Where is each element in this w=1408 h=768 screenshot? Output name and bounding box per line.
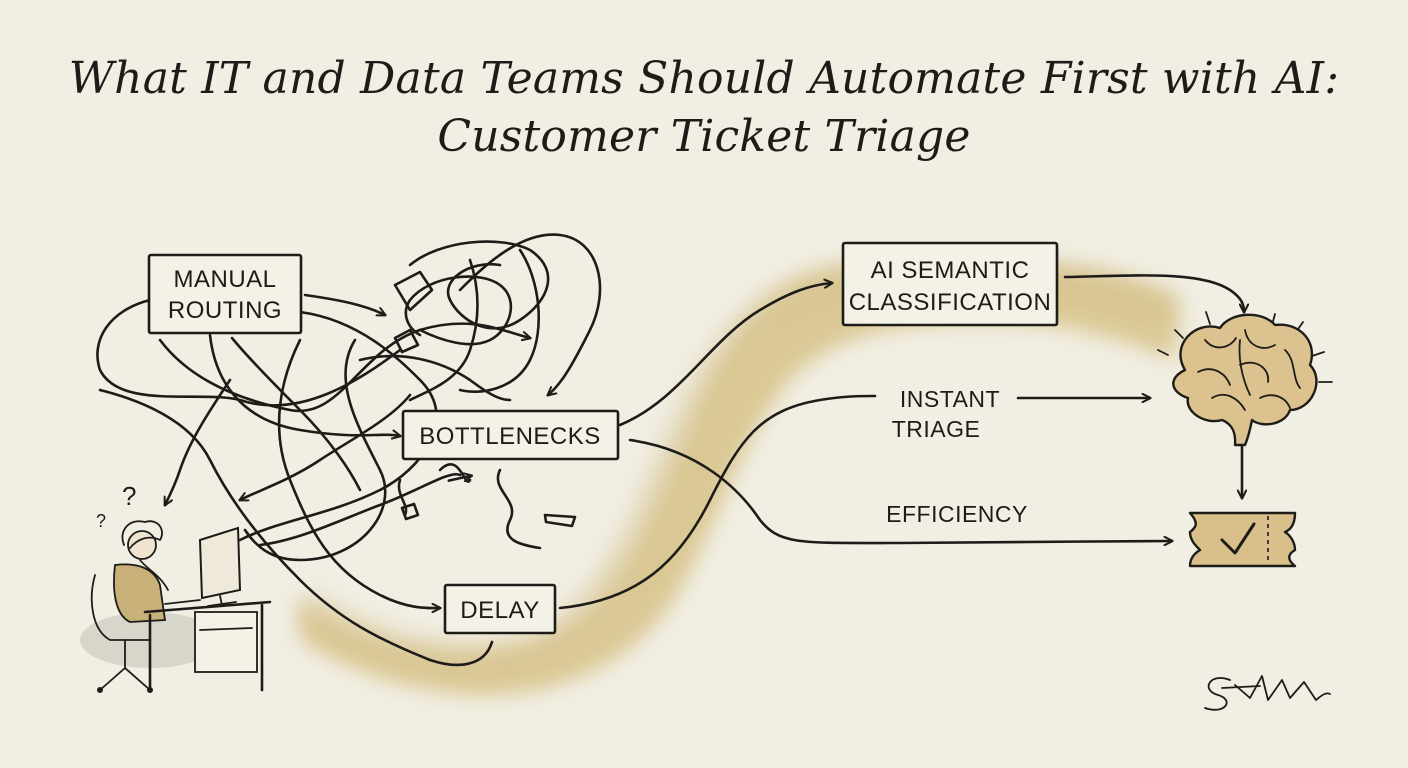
tangled-lines <box>96 233 602 667</box>
title-line-1: What IT and Data Teams Should Automate F… <box>68 53 1340 104</box>
manual-routing-node: MANUAL ROUTING <box>147 253 303 335</box>
arrow-ai-to-brain <box>1063 274 1244 312</box>
person-at-computer-icon: ? ? <box>80 481 272 693</box>
ai-classification-label-line1: AI SEMANTIC <box>871 257 1030 284</box>
arrow-bottlenecks-to-ai <box>618 283 832 427</box>
brain-icon <box>1157 311 1333 447</box>
ai-classification-label-line2: CLASSIFICATION <box>849 289 1052 316</box>
efficiency-label: EFFICIENCY <box>886 501 1028 527</box>
instant-triage-line2: TRIAGE <box>892 416 981 442</box>
manual-routing-label-line1: MANUAL <box>173 266 276 293</box>
manual-routing-label-line2: ROUTING <box>168 297 282 324</box>
flow-arrows <box>558 274 1244 610</box>
signature <box>1204 675 1331 711</box>
ai-classification-node: AI SEMANTIC CLASSIFICATION <box>841 241 1059 327</box>
bottlenecks-node: BOTTLENECKS <box>401 409 620 461</box>
delay-label: DELAY <box>460 597 539 624</box>
delay-node: DELAY <box>443 583 557 635</box>
page-title: What IT and Data Teams Should Automate F… <box>0 50 1408 166</box>
arrow-delay-to-instant <box>558 394 877 610</box>
question-mark-2: ? <box>96 511 106 531</box>
bottlenecks-label: BOTTLENECKS <box>419 423 601 450</box>
ticket-check-icon <box>1188 511 1297 568</box>
title-line-2: Customer Ticket Triage <box>437 111 971 162</box>
instant-triage-label: INSTANT TRIAGE <box>892 386 1000 442</box>
instant-triage-line1: INSTANT <box>900 386 1000 412</box>
arrow-bottlenecks-to-ticket <box>628 438 1172 543</box>
question-mark-1: ? <box>122 481 136 511</box>
